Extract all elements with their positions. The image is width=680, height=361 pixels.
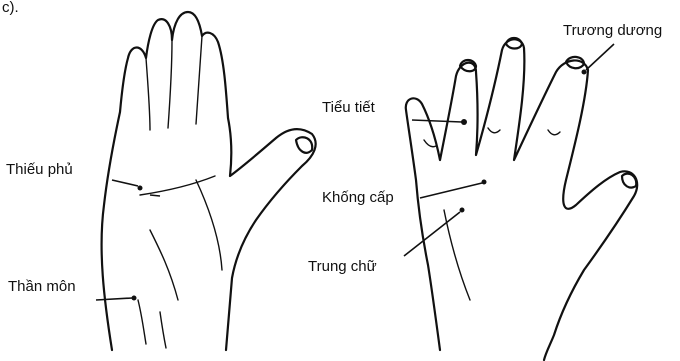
point-dot-trung-chu <box>460 208 465 213</box>
acupoint-trung-chu: Trung chữ <box>308 208 465 276</box>
acupoint-tieu-tiet: Tiểu tiết <box>322 99 467 125</box>
label-tieu-tiet: Tiểu tiết <box>322 99 376 116</box>
point-dot-tieu-tiet <box>461 119 467 125</box>
acupoint-than-mon: Thần môn <box>8 278 137 301</box>
label-trung-chu: Trung chữ <box>308 258 377 275</box>
label-khong-cap: Khống cấp <box>322 189 394 206</box>
right-hand-dorsal-drawing <box>406 38 637 360</box>
point-dot-than-mon <box>132 296 137 301</box>
leader-line-thieu-phu <box>112 180 138 186</box>
label-thieu-phu: Thiếu phủ <box>6 161 73 178</box>
leader-line-khong-cap <box>420 183 482 198</box>
leader-line-truong-duong <box>586 44 614 70</box>
acupoint-thieu-phu: Thiếu phủ <box>6 161 160 196</box>
label-than-mon: Thần môn <box>8 278 76 295</box>
leader-line-than-mon <box>96 298 132 300</box>
leader-line-trung-chu <box>404 212 460 256</box>
leader-line-tieu-tiet <box>412 120 462 122</box>
acupoint-khong-cap: Khống cấp <box>322 180 487 207</box>
label-truong-duong: Trương dương <box>563 22 662 39</box>
point-dot-truong-duong <box>582 70 587 75</box>
point-dot-khong-cap <box>482 180 487 185</box>
caption-fragment: c). <box>2 0 19 16</box>
point-dash-thieu-phu <box>150 195 160 196</box>
point-dot-thieu-phu <box>138 186 143 191</box>
acupoint-truong-duong: Trương dương <box>563 22 662 75</box>
